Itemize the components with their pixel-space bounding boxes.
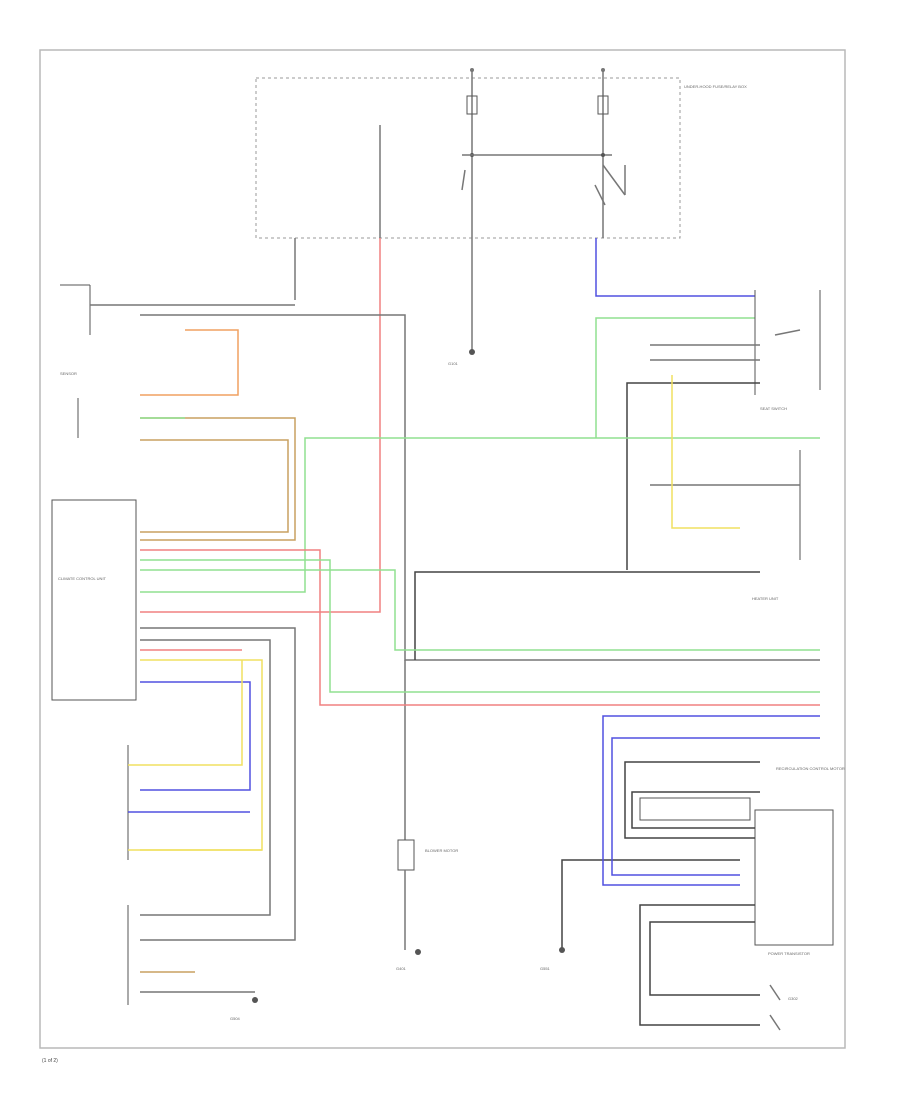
wire-red-main — [140, 238, 381, 613]
wire-yellow-heater — [671, 375, 740, 529]
recirculation-control-motor: RECIRCULATION CONTROL MOTOR — [624, 761, 845, 839]
fuse-box-label: UNDER-HOOD FUSE/RELAY BOX — [684, 84, 747, 89]
svg-text:G302: G302 — [788, 996, 799, 1001]
wire-gray-center — [140, 314, 820, 661]
corner-label: (1 of 2) — [42, 1058, 58, 1064]
svg-text:SEAT SWITCH: SEAT SWITCH — [760, 406, 787, 411]
wire-gray-climate-b — [140, 639, 271, 916]
wire-red-climate — [140, 549, 820, 706]
wire-blue-right-a — [602, 715, 820, 886]
svg-text:CLIMATE CONTROL UNIT: CLIMATE CONTROL UNIT — [58, 576, 107, 581]
wire-green-climate — [140, 559, 820, 693]
sensor-left-top: SENSOR — [60, 371, 79, 438]
wire-dark-mid — [414, 571, 760, 660]
wire-blue-climate — [140, 681, 251, 791]
wire-orange-a — [140, 329, 239, 396]
blower-motor: BLOWER MOTOR G401 — [396, 839, 458, 971]
wire-dark-seat-c — [626, 382, 760, 570]
fuse-relay-box — [255, 77, 681, 239]
svg-text:BLOWER MOTOR: BLOWER MOTOR — [425, 848, 458, 853]
fuse-feed-left — [462, 68, 612, 238]
svg-text:G504: G504 — [230, 1016, 241, 1021]
svg-text:G401: G401 — [396, 966, 407, 971]
wire-blue-top — [595, 238, 755, 297]
svg-text:G101: G101 — [448, 361, 459, 366]
wire-blue-right-b — [611, 737, 820, 876]
svg-text:POWER TRANSISTOR: POWER TRANSISTOR — [768, 951, 810, 956]
fuse-feed-right — [597, 68, 626, 238]
wire-green-long — [140, 437, 820, 593]
sensor-left-bottom — [127, 660, 262, 860]
wire-green-climate-b — [140, 569, 820, 651]
connector-top-left — [60, 284, 295, 335]
seat-switch: SEAT SWITCH — [754, 290, 821, 411]
climate-control-unit: CLIMATE CONTROL UNIT — [51, 499, 137, 701]
relay-switch — [461, 169, 606, 206]
wire-brown-a — [140, 417, 296, 541]
power-transistor: POWER TRANSISTOR — [754, 809, 834, 956]
wire-yellow-climate — [140, 659, 263, 851]
diagram-border — [39, 49, 846, 1049]
ground-bottom-right: G551 — [540, 859, 740, 971]
wire-green-top — [595, 317, 755, 438]
connector-bottom-left: G504 — [127, 905, 258, 1021]
heater-unit: HEATER UNIT — [752, 450, 801, 601]
wire-brown-b — [140, 439, 289, 533]
ground-top: G101 — [448, 238, 475, 366]
svg-text:RECIRCULATION CONTROL MOTOR: RECIRCULATION CONTROL MOTOR — [776, 766, 845, 771]
svg-text:G551: G551 — [540, 966, 551, 971]
svg-text:SENSOR: SENSOR — [60, 371, 77, 376]
svg-text:HEATER UNIT: HEATER UNIT — [752, 596, 779, 601]
wire-gray-climate-a — [140, 627, 296, 941]
connector-bottom-right: G302 — [639, 904, 799, 1031]
